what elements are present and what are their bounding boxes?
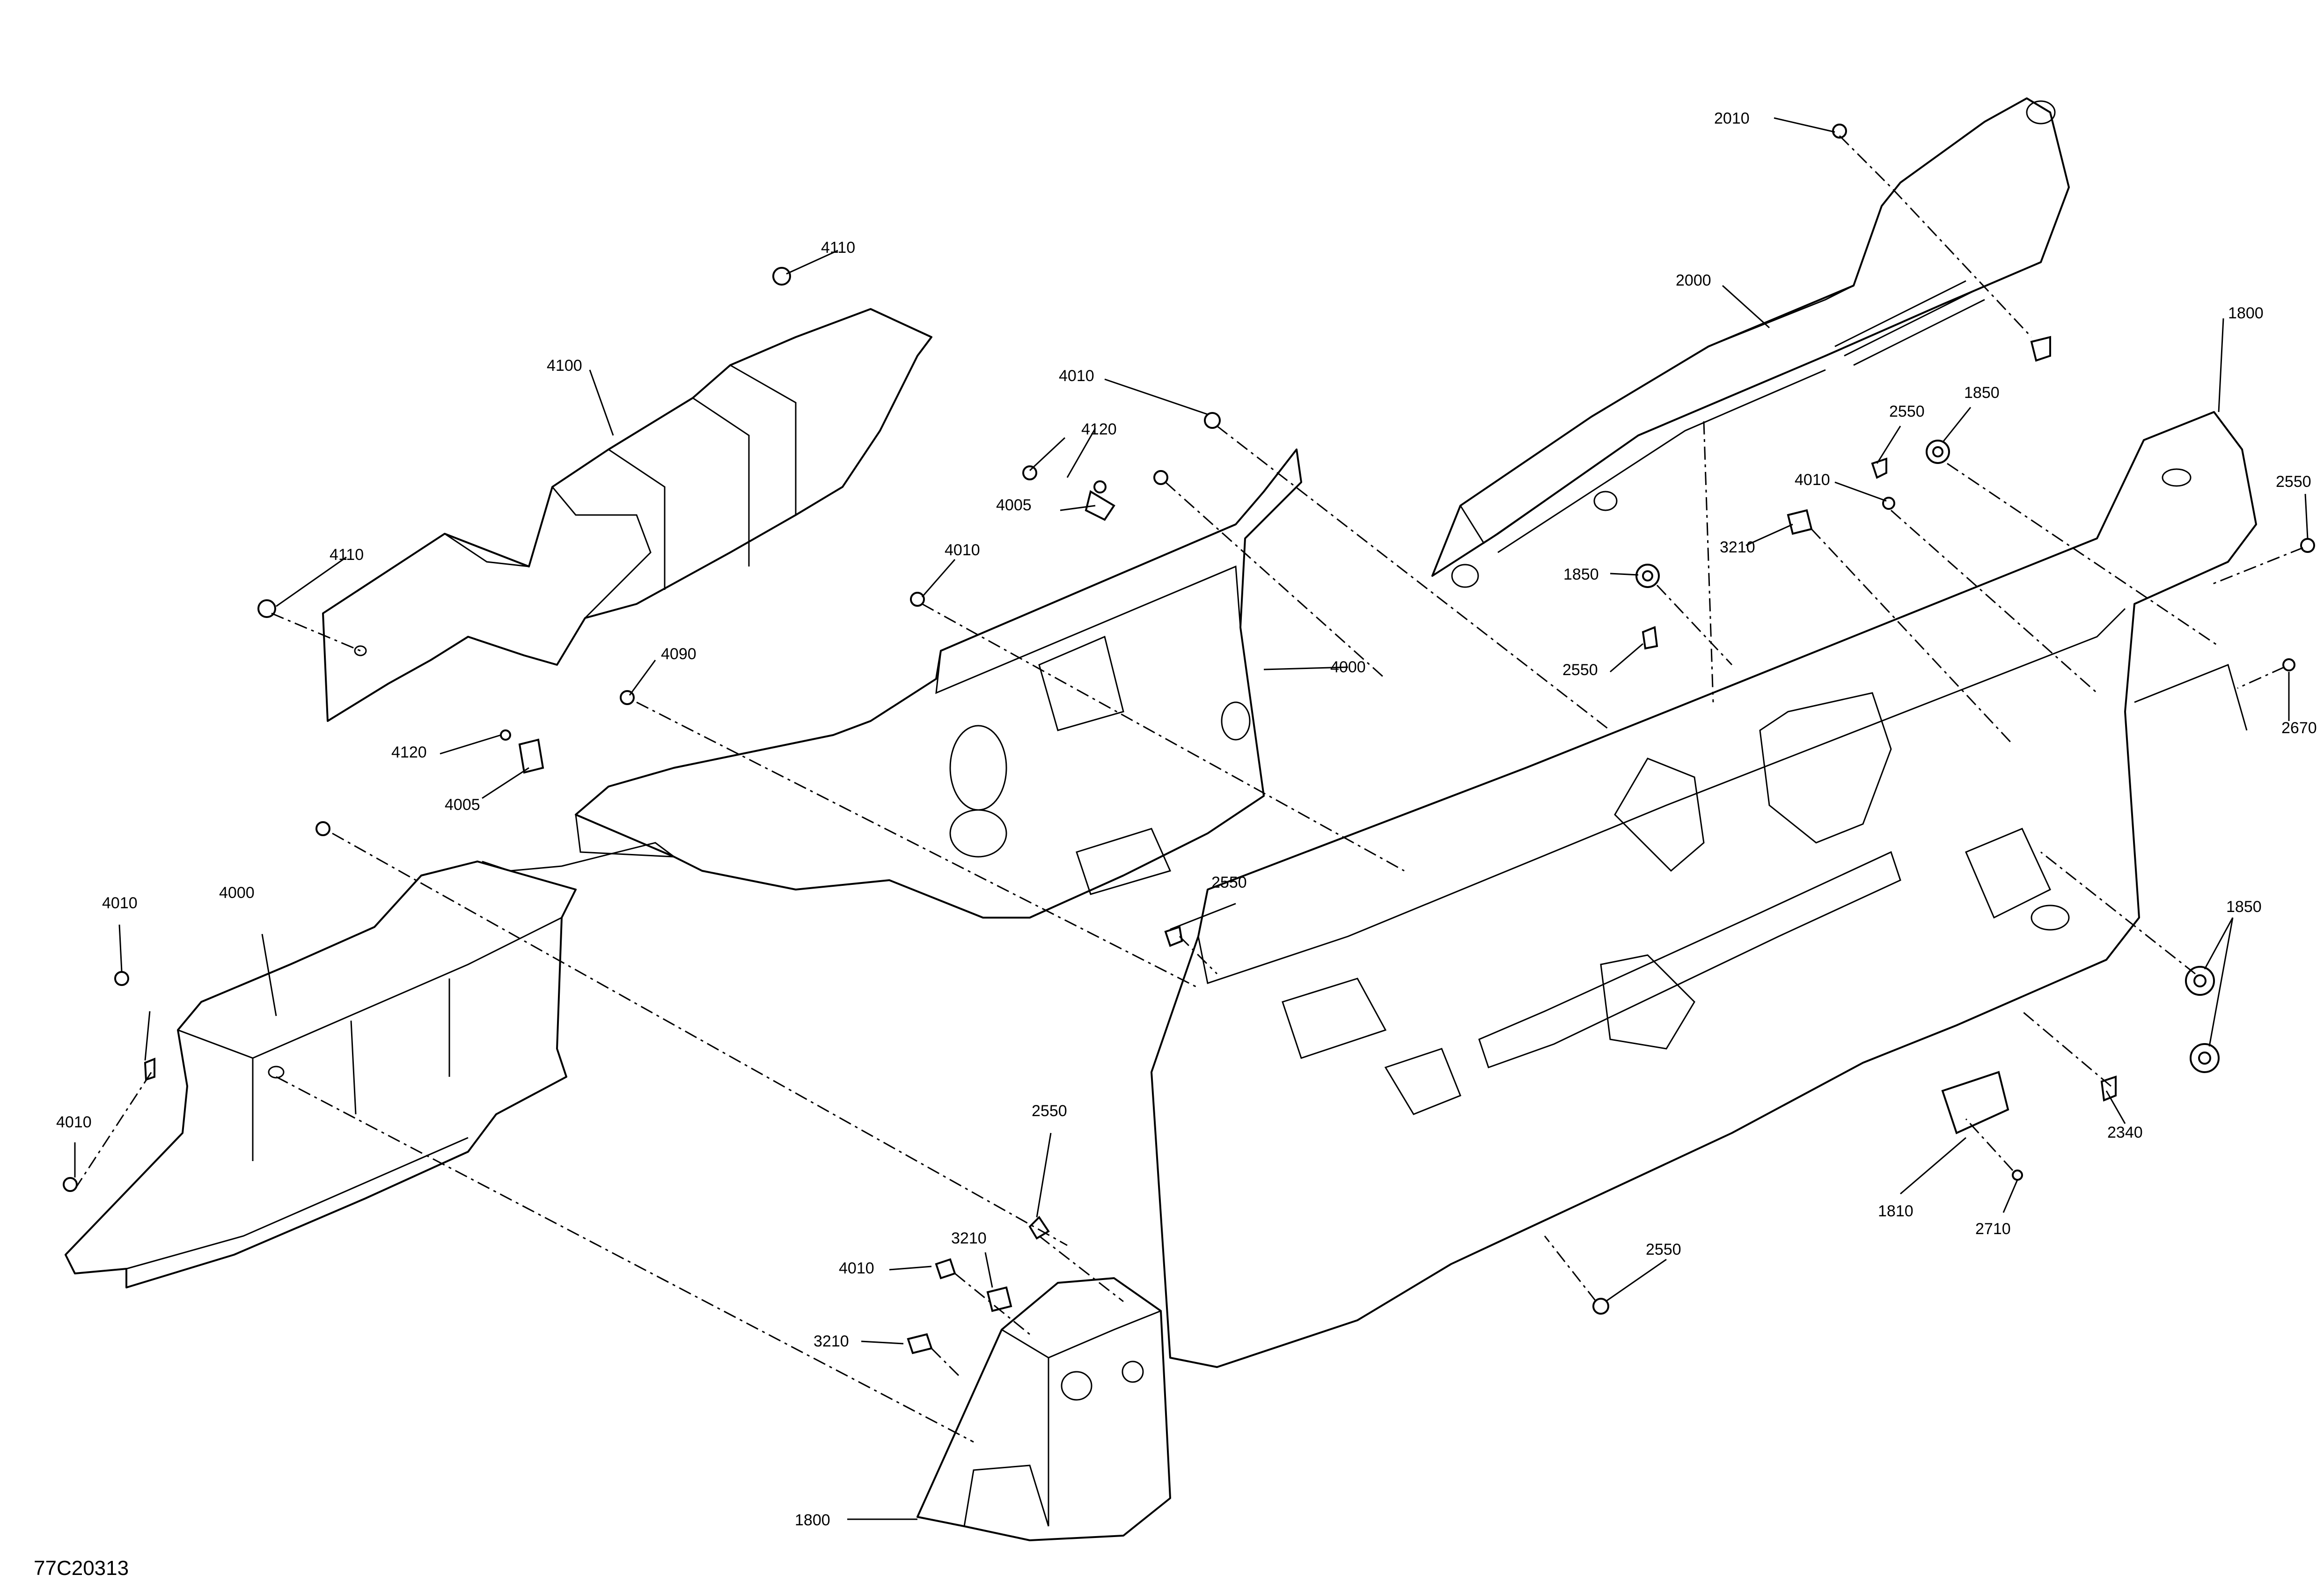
callout-label: 1800 [795, 1511, 830, 1529]
callout-label: 1850 [1563, 566, 1599, 583]
callout-label: 4120 [1081, 420, 1117, 438]
callout-label: 4120 [391, 743, 427, 761]
callout-label: 2010 [1714, 110, 1750, 127]
bracket-2000 [1431, 97, 2070, 588]
duct-4000-lower [65, 842, 674, 1288]
callout-label: 1810 [1878, 1202, 1913, 1220]
callout-label: 1850 [1964, 384, 2000, 402]
callout-label: 2550 [1889, 403, 1925, 420]
callout-label: 4100 [547, 357, 582, 375]
callout-label: 2000 [1676, 272, 1711, 289]
callout-label: 2710 [1975, 1220, 2011, 1238]
callout-label: 4010 [839, 1259, 874, 1277]
drawing-id: 77C20313 [34, 1557, 129, 1580]
callout-label: 2550 [1646, 1241, 1681, 1258]
callout-label: 4010 [945, 541, 980, 559]
callout-label: 3210 [1720, 538, 1755, 556]
callout-label: 4110 [330, 546, 364, 564]
rear-panel-1800 [1151, 411, 2257, 1368]
callout-label: 1850 [2226, 898, 2262, 916]
callout-label: 3210 [951, 1229, 987, 1247]
callout-label: 4010 [1795, 471, 1830, 489]
callout-label: 4005 [996, 496, 1032, 514]
callout-label: 4000 [219, 884, 255, 902]
callout-label: 4000 [1330, 658, 1366, 676]
callout-label: 2550 [1562, 661, 1598, 679]
assembly-lines [74, 135, 2303, 1443]
callout-label: 2670 [2281, 719, 2317, 737]
callout-label: 2340 [2107, 1124, 2143, 1141]
callout-label: 4090 [661, 645, 696, 663]
rear-panel-leg-1800 [916, 1277, 1171, 1541]
callout-label: 4110 [821, 239, 855, 257]
callout-label: 2550 [2276, 473, 2311, 491]
callout-label: 4010 [56, 1113, 92, 1131]
callout-label: 3210 [814, 1332, 849, 1350]
callout-label: 1800 [2228, 304, 2264, 322]
cover-4100 [322, 308, 932, 722]
callout-label: 2550 [1032, 1102, 1067, 1120]
duct-4000-upper [575, 449, 1302, 919]
callout-label: 4010 [102, 894, 138, 912]
callout-label: 2550 [1211, 874, 1247, 891]
callout-label: 4010 [1059, 367, 1094, 385]
leader-lines [74, 117, 2309, 1520]
callout-labels: 2010 2000 1800 1850 2550 4010 3210 1850 … [34, 110, 2317, 1580]
callout-label: 4005 [445, 796, 480, 814]
